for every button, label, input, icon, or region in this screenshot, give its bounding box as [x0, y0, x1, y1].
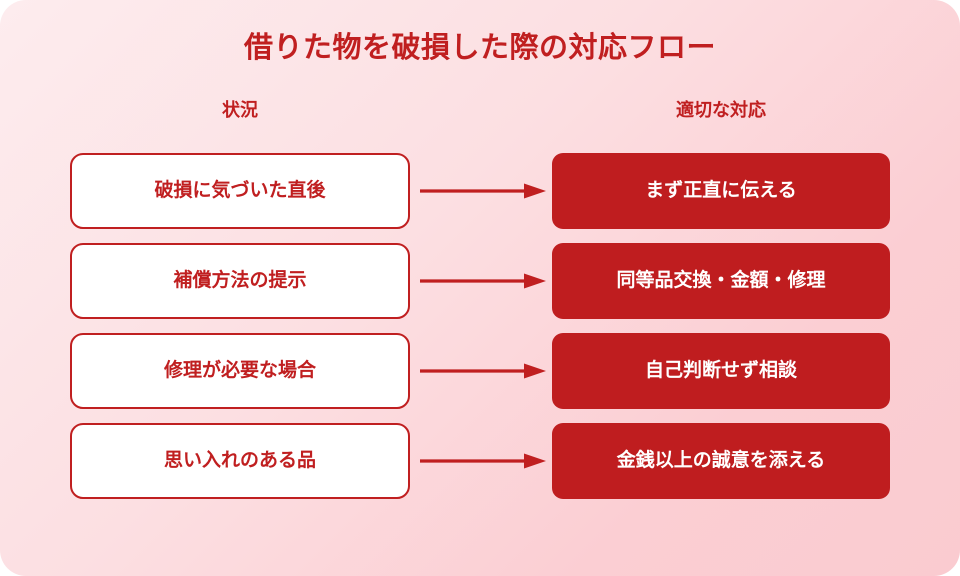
response-box[interactable]: 同等品交換・金額・修理 [552, 243, 890, 319]
response-box[interactable]: まず正直に伝える [552, 153, 890, 229]
situation-box[interactable]: 修理が必要な場合 [70, 333, 410, 409]
flow-row: 破損に気づいた直後 まず正直に伝える [0, 153, 960, 229]
column-header-response: 適切な対応 [676, 100, 766, 120]
arrow-right-icon [420, 362, 546, 380]
arrow-right-icon [420, 182, 546, 200]
flow-row: 修理が必要な場合 自己判断せず相談 [0, 333, 960, 409]
situation-box[interactable]: 補償方法の提示 [70, 243, 410, 319]
page-title: 借りた物を破損した際の対応フロー [243, 32, 716, 64]
situation-box[interactable]: 破損に気づいた直後 [70, 153, 410, 229]
flow-row: 思い入れのある品 金銭以上の誠意を添える [0, 423, 960, 499]
flow-rows: 破損に気づいた直後 まず正直に伝える 補償方法の提示 同等品交換・金額・修理 修… [0, 153, 960, 513]
response-box[interactable]: 金銭以上の誠意を添える [552, 423, 890, 499]
flow-row: 補償方法の提示 同等品交換・金額・修理 [0, 243, 960, 319]
arrow-right-icon [420, 272, 546, 290]
situation-box[interactable]: 思い入れのある品 [70, 423, 410, 499]
response-box[interactable]: 自己判断せず相談 [552, 333, 890, 409]
arrow-right-icon [420, 452, 546, 470]
column-header-situation: 状況 [222, 100, 258, 120]
